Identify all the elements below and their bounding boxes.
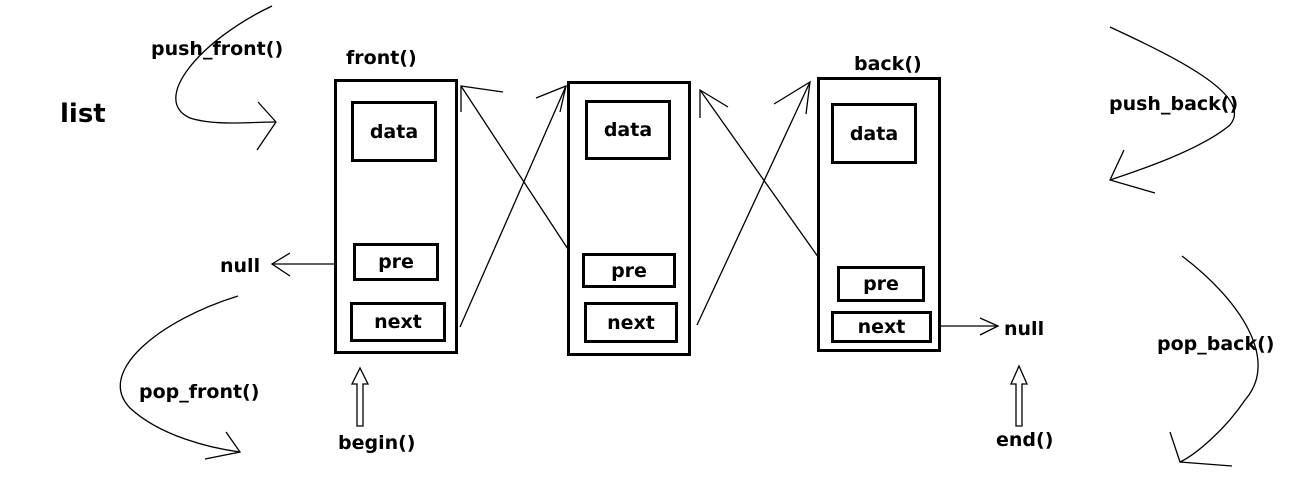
left-null-label: null	[220, 255, 261, 277]
node1-next-arrowhead	[535, 84, 567, 113]
node-middle-data-field: data	[585, 100, 671, 160]
end-label: end()	[996, 429, 1054, 451]
push-back-label: push_back()	[1109, 93, 1239, 115]
pre-to-null-arrowhead	[270, 252, 291, 277]
node-back-pre-field: pre	[837, 266, 925, 302]
node3-pre-arrowhead	[699, 88, 729, 118]
begin-pointer-arrow	[350, 366, 370, 427]
node2-pre-arrowhead	[460, 85, 504, 112]
push-front-arrowhead	[256, 101, 277, 151]
pop-back-curve	[1179, 255, 1259, 463]
node-middle-next-field: next	[584, 302, 678, 343]
end-pointer-arrow	[1009, 364, 1029, 427]
node1-next-link	[459, 85, 567, 328]
node2-next-arrowhead	[773, 80, 811, 115]
node2-pre-link	[460, 85, 584, 273]
pop-front-curve	[119, 295, 241, 453]
node3-pre-link	[699, 89, 839, 286]
push-front-label: push_front()	[151, 38, 284, 60]
pop-front-arrowhead	[204, 431, 242, 460]
node-front-pre-field: pre	[353, 243, 439, 281]
pop-front-label: pop_front()	[139, 381, 260, 403]
pop-back-arrowhead	[1169, 431, 1233, 467]
push-back-arrowhead	[1109, 149, 1156, 194]
node-middle-pre-field: pre	[582, 253, 676, 288]
node-front-data-field: data	[351, 101, 437, 162]
node-back-next-field: next	[831, 311, 932, 343]
push-front-curve	[175, 5, 276, 124]
pop-back-label: pop_back()	[1157, 333, 1275, 355]
next-to-null-arrowhead	[979, 317, 1000, 336]
right-null-label: null	[1004, 318, 1045, 340]
node2-next-link	[696, 81, 811, 326]
front-label: front()	[346, 47, 417, 69]
node-back-data-field: data	[831, 103, 917, 164]
push-back-curve	[1109, 26, 1236, 181]
begin-label: begin()	[338, 432, 416, 454]
list-title: list	[60, 99, 106, 129]
node-front-next-field: next	[350, 302, 446, 342]
back-label: back()	[854, 53, 922, 75]
